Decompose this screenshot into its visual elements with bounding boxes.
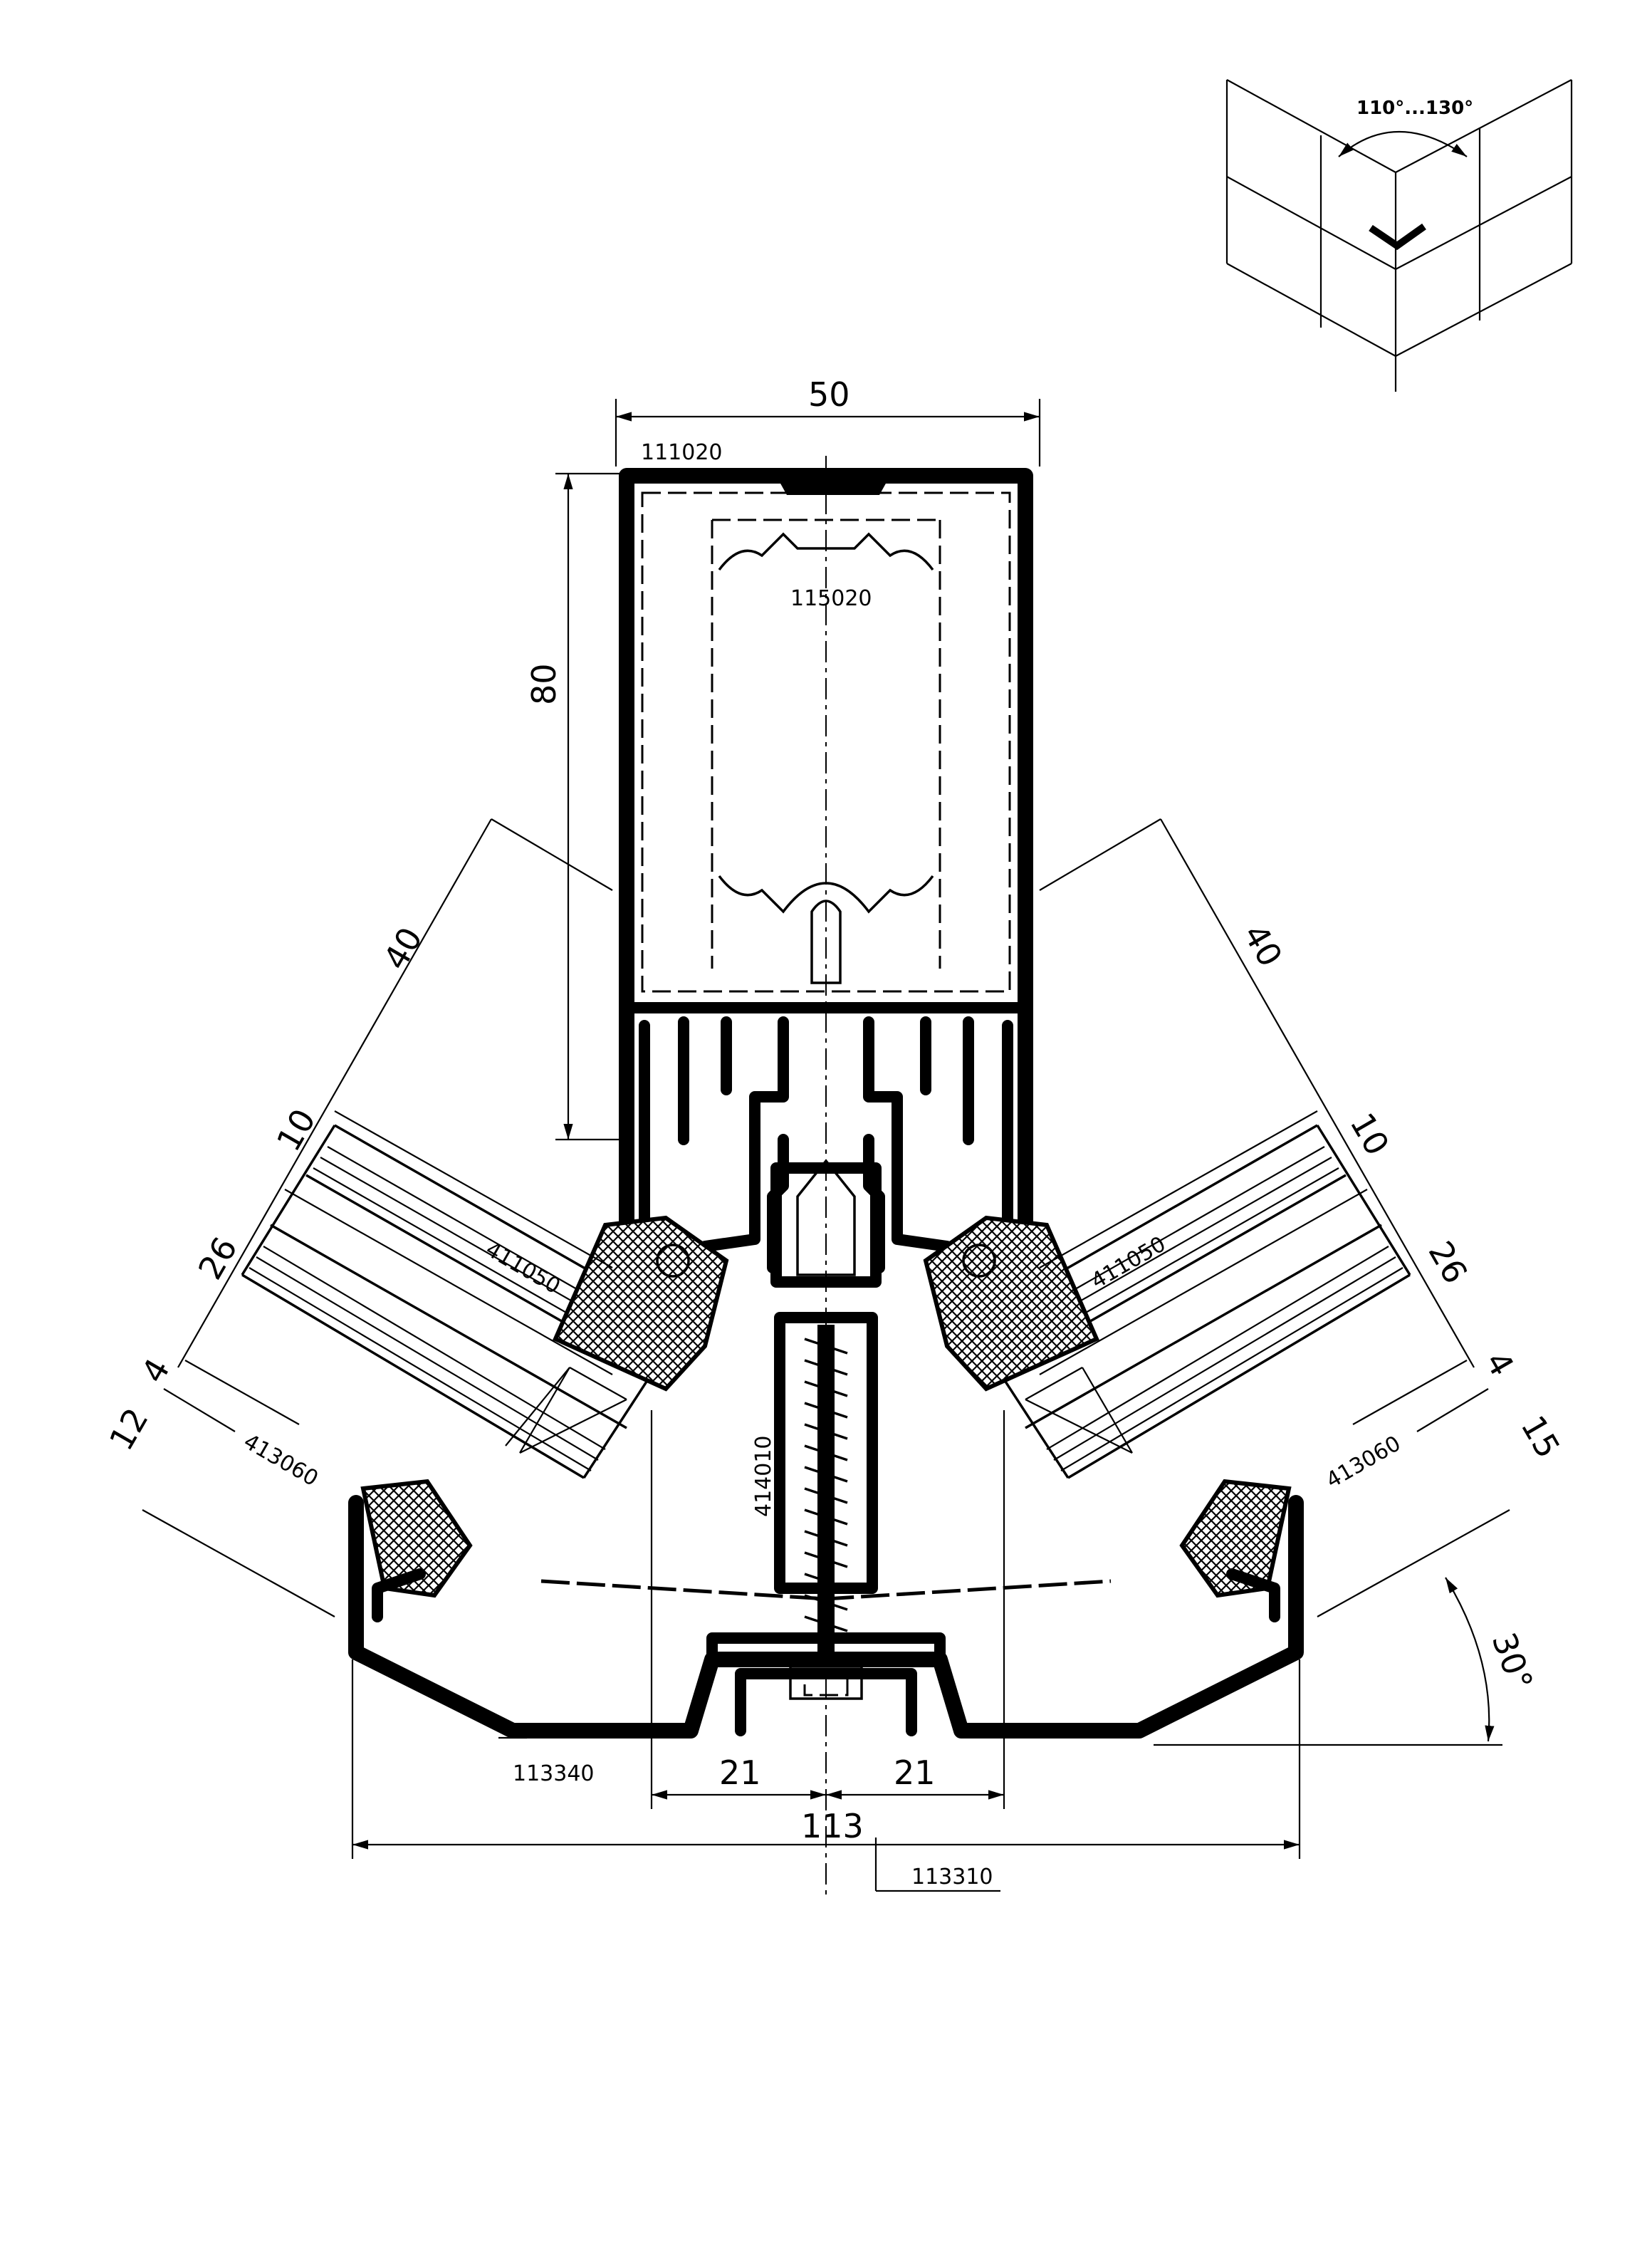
dim-left-10: 10 [269,1103,323,1158]
dim-right-15: 15 [1513,1409,1567,1465]
dim-bottom-total-113: 113 [801,1807,864,1845]
label-gasket-right-411050: 411050 [1087,1231,1171,1294]
angle-range-label: 110°...130° [1356,98,1473,119]
pressure-plate-113340 [348,1495,1304,1739]
dim-left-4: 4 [134,1352,177,1389]
gasket-right-411050 [923,1215,1099,1392]
dim-right-4: 4 [1478,1345,1521,1382]
dim-left-40: 40 [376,921,430,976]
dim-right-26: 26 [1421,1235,1475,1291]
gasket-ring-left [656,1244,690,1278]
screw-assembly [770,1159,882,1700]
label-gasket-left-411050: 411050 [481,1237,565,1300]
label-insert-115020: 115020 [790,586,872,611]
label-cover-cap-113310: 113310 [911,1865,993,1889]
dim-angle-30: 30° [1485,1627,1541,1695]
corner-angle-plan-view: 110°...130° [1225,79,1573,392]
dim-width-top: 50 [808,375,850,414]
cover-cap-113310 [540,1579,1112,1601]
dimension-lines [142,399,1510,1892]
dim-bottom-left-21: 21 [719,1753,761,1792]
gasket-ring-right [962,1244,996,1278]
dim-right-10: 10 [1342,1107,1396,1162]
pressure-gasket-right-413060 [1179,1479,1292,1598]
label-mullion-111020: 111020 [641,440,723,465]
pressure-gasket-left-413060 [360,1479,473,1598]
label-pressure-plate-113340: 113340 [513,1761,595,1786]
label-pressure-gasket-right-413060: 413060 [1322,1431,1406,1494]
dim-left-12: 12 [102,1402,156,1457]
label-pressure-gasket-left-413060: 413060 [239,1429,323,1492]
label-screw-414010: 414010 [751,1435,776,1517]
dim-height: 80 [525,663,563,705]
dim-left-26: 26 [191,1231,245,1286]
gasket-left-411050 [553,1215,729,1392]
dim-bottom-right-21: 21 [894,1753,936,1792]
